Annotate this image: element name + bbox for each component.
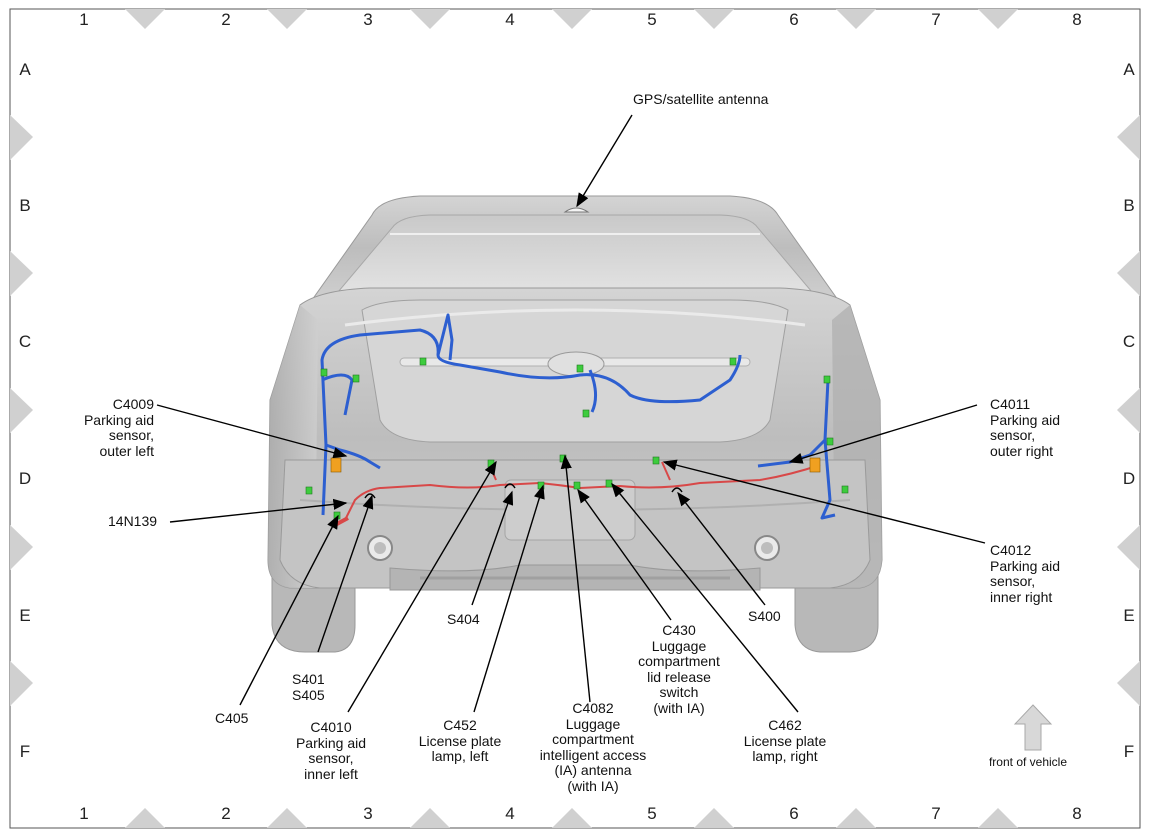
- top-border-markers: [125, 9, 1018, 29]
- grid-col-bottom-2: 2: [221, 804, 231, 823]
- label-s401-s405: S401 S405: [292, 671, 325, 703]
- grid-col-bottom-5: 5: [647, 804, 657, 823]
- label-s404: S404: [447, 611, 480, 627]
- label-c405: C405: [215, 710, 249, 726]
- splice-markers: [364, 483, 683, 499]
- grid-col-bottom-7: 7: [931, 804, 941, 823]
- gps-antenna: [563, 207, 590, 213]
- grid-col-top-6: 6: [789, 10, 799, 29]
- grid-col-bottom-8: 8: [1072, 804, 1082, 823]
- grid-row-right-F: F: [1123, 742, 1135, 761]
- label-c4082: C4082 Luggage compartment intelligent ac…: [539, 700, 647, 794]
- label-c430: C430 Luggage compartment lid release swi…: [638, 622, 720, 716]
- label-gps-antenna: GPS/satellite antenna: [633, 91, 769, 107]
- label-c4009: C4009 Parking aid sensor, outer left: [83, 396, 154, 459]
- grid-row-left-E: E: [19, 606, 31, 625]
- vehicle-rear-view: [267, 195, 883, 653]
- leader-lines: [156, 114, 986, 713]
- grid-col-top-3: 3: [363, 10, 373, 29]
- emblem: [547, 351, 605, 377]
- grid-row-left-A: A: [19, 60, 31, 79]
- grid-row-left-F: F: [19, 742, 31, 761]
- bottom-border-markers: [125, 808, 1018, 828]
- grid-row-left-B: B: [19, 196, 31, 215]
- label-c4010: C4010 Parking aid sensor, inner left: [295, 719, 367, 782]
- label-c462: C462 License plate lamp, right: [743, 717, 827, 764]
- grid-col-bottom-1: 1: [79, 804, 89, 823]
- grid-col-top-1: 1: [79, 10, 89, 29]
- label-c452: C452 License plate lamp, left: [418, 717, 502, 764]
- grid-col-top-5: 5: [647, 10, 657, 29]
- label-s400: S400: [748, 608, 781, 624]
- label-front-of-vehicle: front of vehicle: [988, 755, 1068, 769]
- grid-row-right-A: A: [1123, 60, 1135, 79]
- grid-col-top-4: 4: [505, 10, 515, 29]
- left-border-markers: [10, 115, 33, 706]
- label-c4012: C4012 Parking aid sensor, inner right: [990, 542, 1061, 605]
- grid-row-left-D: D: [18, 469, 32, 488]
- grid-row-left-C: C: [18, 332, 32, 351]
- grid-row-right-E: E: [1123, 606, 1135, 625]
- grid-col-bottom-3: 3: [363, 804, 373, 823]
- rear-window: [336, 214, 814, 293]
- grid-col-top-8: 8: [1072, 10, 1082, 29]
- grid-col-bottom-6: 6: [789, 804, 799, 823]
- grid-row-right-C: C: [1122, 332, 1136, 351]
- right-border-markers: [1117, 115, 1140, 706]
- grid-col-top-7: 7: [931, 10, 941, 29]
- label-14n139: 14N139: [108, 513, 158, 529]
- grid-row-right-D: D: [1122, 469, 1136, 488]
- grid-col-top-2: 2: [221, 10, 231, 29]
- front-arrow-icon: [1013, 704, 1053, 751]
- label-c4011: C4011 Parking aid sensor, outer right: [990, 396, 1061, 459]
- grid-row-right-B: B: [1123, 196, 1135, 215]
- grid-col-bottom-4: 4: [505, 804, 515, 823]
